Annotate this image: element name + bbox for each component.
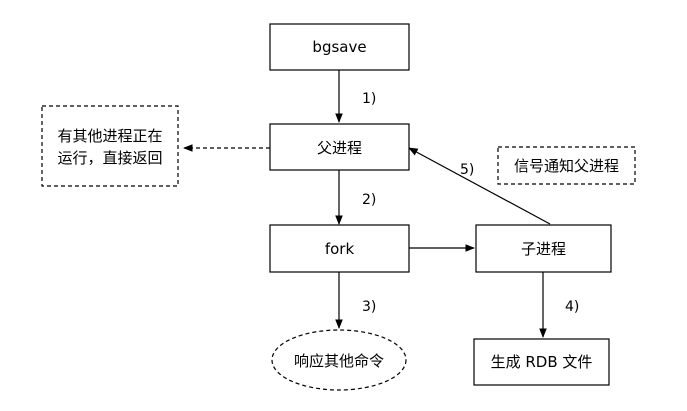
- step-1-label: 1): [362, 91, 376, 107]
- step-4-label: 4): [565, 299, 579, 315]
- fork-label: fork: [325, 240, 355, 258]
- respond-other-commands-label: 响应其他命令: [294, 352, 384, 370]
- generate-rdb-node: 生成 RDB 文件: [473, 338, 610, 386]
- note-line-2: 运行，直接返回: [57, 149, 162, 167]
- parent-process-label: 父进程: [317, 139, 362, 157]
- other-process-running-note: 有其他进程正在 运行，直接返回: [41, 105, 179, 187]
- parent-process-node: 父进程: [269, 123, 410, 171]
- step-5-label: 5): [460, 162, 474, 178]
- signal-parent-label: 信号通知父进程: [514, 157, 619, 175]
- fork-node: fork: [269, 224, 410, 273]
- note-line-1: 有其他进程正在: [57, 127, 162, 145]
- respond-other-commands-node: 响应其他命令: [271, 329, 407, 391]
- child-process-label: 子进程: [521, 240, 566, 258]
- step-3-label: 3): [362, 299, 376, 315]
- bgsave-node: bgsave: [269, 23, 410, 71]
- step-2-label: 2): [362, 192, 376, 208]
- child-process-node: 子进程: [475, 224, 612, 273]
- bgsave-label: bgsave: [312, 38, 366, 56]
- generate-rdb-label: 生成 RDB 文件: [491, 353, 593, 371]
- arrow-child-to-parent: [408, 147, 551, 225]
- signal-parent-note: 信号通知父进程: [497, 146, 636, 185]
